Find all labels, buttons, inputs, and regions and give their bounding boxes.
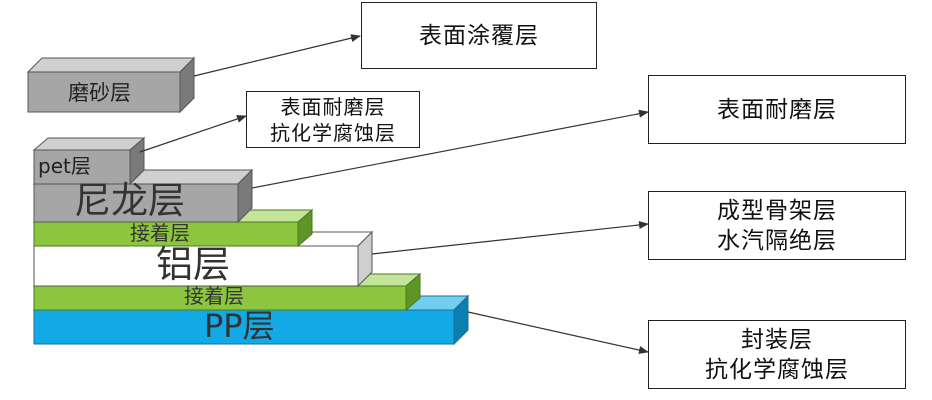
callout-pet-line-1: 表面耐磨层 (280, 94, 386, 119)
pet-layer-label: pet层 (38, 154, 91, 178)
pp-layer-label: PP层 (204, 307, 275, 345)
callout-pet-line-2: 抗化学腐蚀层 (270, 120, 396, 145)
arrow-matte-to-coating (193, 34, 361, 77)
callout-surface-coating-text: 表面涂覆层 (419, 22, 539, 49)
arrow-pp-to-func (467, 311, 649, 354)
callout-pet-function: 表面耐磨层 抗化学腐蚀层 (246, 91, 420, 148)
arrow-nylon-to-func (251, 109, 649, 189)
callout-pp-function: 封装层 抗化学腐蚀层 (648, 320, 906, 389)
arrow-pet-to-func (139, 115, 247, 153)
aluminum-layer-label: 铝层 (156, 243, 230, 286)
adhesive-top-label: 接着层 (130, 221, 190, 245)
callout-pp-line-1: 封装层 (741, 326, 813, 353)
callout-nylon-text: 表面耐磨层 (717, 96, 837, 123)
matte-layer-label: 磨砂层 (68, 81, 131, 105)
adhesive-bottom-label: 接着层 (184, 284, 244, 308)
callout-nylon-function: 表面耐磨层 (648, 75, 906, 144)
callout-aluminum-function: 成型骨架层 水汽隔绝层 (648, 191, 906, 260)
arrow-aluminum-to-func (371, 220, 649, 255)
pet-layer-block (32, 136, 146, 186)
callout-pp-line-2: 抗化学腐蚀层 (705, 356, 849, 383)
callout-aluminum-line-2: 水汽隔绝层 (717, 227, 837, 254)
nylon-layer-label: 尼龙层 (74, 179, 185, 222)
callout-aluminum-line-1: 成型骨架层 (717, 197, 837, 224)
matte-layer-block (26, 56, 196, 114)
callout-surface-coating: 表面涂覆层 (361, 2, 597, 69)
